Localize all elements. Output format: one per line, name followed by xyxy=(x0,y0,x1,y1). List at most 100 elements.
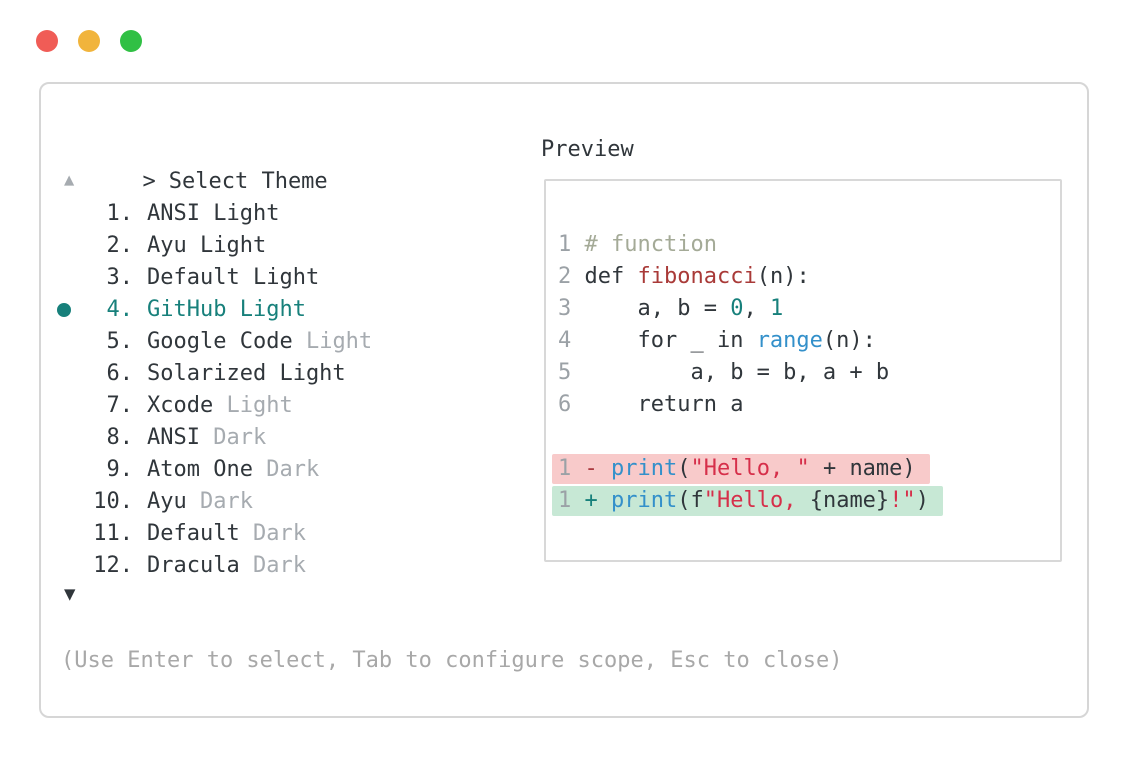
code-token-line_number: 1 xyxy=(558,232,585,257)
theme-number: 12. xyxy=(93,553,133,578)
theme-option-1[interactable]: 1. ANSI Light xyxy=(41,198,521,230)
code-token-line_number: 4 xyxy=(558,328,585,353)
code-line: 6 return a xyxy=(558,389,1060,421)
code-token-string_red: "Hello, xyxy=(703,488,810,513)
code-token-default: + name) xyxy=(809,456,916,481)
code-token-default: ( xyxy=(677,456,691,481)
theme-number: 4. xyxy=(106,297,134,322)
selected-bullet-icon xyxy=(57,303,83,317)
theme-option-7[interactable]: 7. Xcode Light xyxy=(41,390,521,422)
theme-option-9[interactable]: 9.Atom One Dark xyxy=(41,454,521,486)
code-line: 5 a, b = b, a + b xyxy=(558,357,1060,389)
theme-name: ANSI xyxy=(147,425,200,450)
theme-label: GitHub Light xyxy=(147,294,306,326)
theme-option-11[interactable]: 11. Default Dark xyxy=(41,518,521,550)
code-token-default: (n): xyxy=(822,328,876,353)
code-line: 1 # function xyxy=(558,229,1060,261)
theme-label: Default Dark xyxy=(147,518,306,550)
code-token-blue: print xyxy=(611,488,678,513)
preview-title: Preview xyxy=(541,137,634,162)
theme-name: Solarized Light xyxy=(147,361,346,386)
theme-label: ANSI Dark xyxy=(147,422,266,454)
theme-name: Ayu xyxy=(147,489,187,514)
theme-label: Google Code Light xyxy=(147,326,372,358)
theme-variant: Dark xyxy=(186,489,253,514)
theme-number: 10. xyxy=(93,489,133,514)
theme-number: 1. xyxy=(106,201,134,226)
code-token-default: a, b = xyxy=(584,296,731,321)
theme-variant: Dark xyxy=(199,425,267,450)
code-token-function_red: fibonacci xyxy=(637,264,757,289)
close-button-icon[interactable] xyxy=(36,30,58,52)
theme-variant: Dark xyxy=(252,457,320,482)
theme-option-8[interactable]: 8.ANSI Dark xyxy=(41,422,521,454)
theme-option-3[interactable]: 3. Default Light xyxy=(41,262,521,294)
theme-name: Xcode xyxy=(147,393,214,418)
code-line: 2 def fibonacci(n): xyxy=(558,261,1060,293)
code-token-default: a, b = b, a + b xyxy=(584,360,890,385)
theme-option-12[interactable]: 12.Dracula Dark xyxy=(41,550,521,582)
theme-option-2[interactable]: 2.Ayu Light xyxy=(41,230,521,262)
code-token-line_number: 6 xyxy=(558,392,585,417)
code-token-minus: - xyxy=(584,456,611,481)
theme-number: 2. xyxy=(106,233,134,258)
theme-option-4[interactable]: 4. GitHub Light xyxy=(41,294,521,326)
theme-number: 11. xyxy=(93,521,133,546)
code-token-line_number: 2 xyxy=(558,264,585,289)
code-token-default: return a xyxy=(584,392,744,417)
prompt-chevron-icon: > xyxy=(142,169,156,194)
picker-title: Select Theme xyxy=(168,169,328,194)
diff-added-highlight: 1 + print(f"Hello, {name}!") xyxy=(552,486,943,516)
theme-number: 7. xyxy=(106,393,134,418)
picker-header: > Select Theme xyxy=(63,134,327,194)
theme-option-5[interactable]: 5. Google Code Light xyxy=(41,326,521,358)
code-token-blue: print xyxy=(611,456,678,481)
code-token-default: {name} xyxy=(809,488,890,513)
theme-option-6[interactable]: 6. Solarized Light xyxy=(41,358,521,390)
diff-removed-line: 1 - print("Hello, " + name) xyxy=(552,453,1060,485)
keyboard-hint: (Use Enter to select, Tab to configure s… xyxy=(61,648,843,673)
code-line xyxy=(558,421,1060,453)
theme-label: Xcode Light xyxy=(147,390,293,422)
selection-dot-icon xyxy=(57,303,71,317)
code-token-plus: + xyxy=(584,488,611,513)
theme-label: Ayu Dark xyxy=(147,486,253,518)
code-token-string_red: "Hello, " xyxy=(690,456,810,481)
theme-name: Default xyxy=(147,521,240,546)
code-token-default: (n): xyxy=(756,264,810,289)
theme-label: Solarized Light xyxy=(147,358,346,390)
code-token-line_number: 1 xyxy=(558,488,585,513)
theme-variant: Light xyxy=(292,329,373,354)
code-token-comment: # function xyxy=(584,232,717,257)
minimize-button-icon[interactable] xyxy=(78,30,100,52)
theme-number: 5. xyxy=(106,329,134,354)
code-token-default: , xyxy=(743,296,770,321)
theme-label: ANSI Light xyxy=(147,198,279,230)
theme-name: Default Light xyxy=(147,265,320,290)
code-token-blue: range xyxy=(756,328,823,353)
diff-added-line: 1 + print(f"Hello, {name}!") xyxy=(552,485,1060,517)
theme-variant: Dark xyxy=(239,521,306,546)
theme-option-10[interactable]: 10. Ayu Dark xyxy=(41,486,521,518)
scroll-down-icon[interactable]: ▼ xyxy=(64,583,76,605)
code-token-line_number: 1 xyxy=(558,456,585,481)
zoom-button-icon[interactable] xyxy=(120,30,142,52)
code-token-default: def xyxy=(584,264,638,289)
code-token-line_number: 3 xyxy=(558,296,585,321)
theme-number: 6. xyxy=(106,361,134,386)
scroll-up-icon[interactable]: ▲ xyxy=(64,170,75,190)
window-controls xyxy=(36,30,142,52)
theme-name: Atom One xyxy=(147,457,253,482)
code-line: 4 for _ in range(n): xyxy=(558,325,1060,357)
code-token-default: ) xyxy=(915,488,929,513)
code-token-string_red: !" xyxy=(889,488,916,513)
theme-number: 3. xyxy=(106,265,134,290)
code-line: 3 a, b = 0, 1 xyxy=(558,293,1060,325)
code-token-default: for _ in xyxy=(584,328,757,353)
theme-name: Dracula xyxy=(147,553,240,578)
theme-label: Default Light xyxy=(147,262,319,294)
